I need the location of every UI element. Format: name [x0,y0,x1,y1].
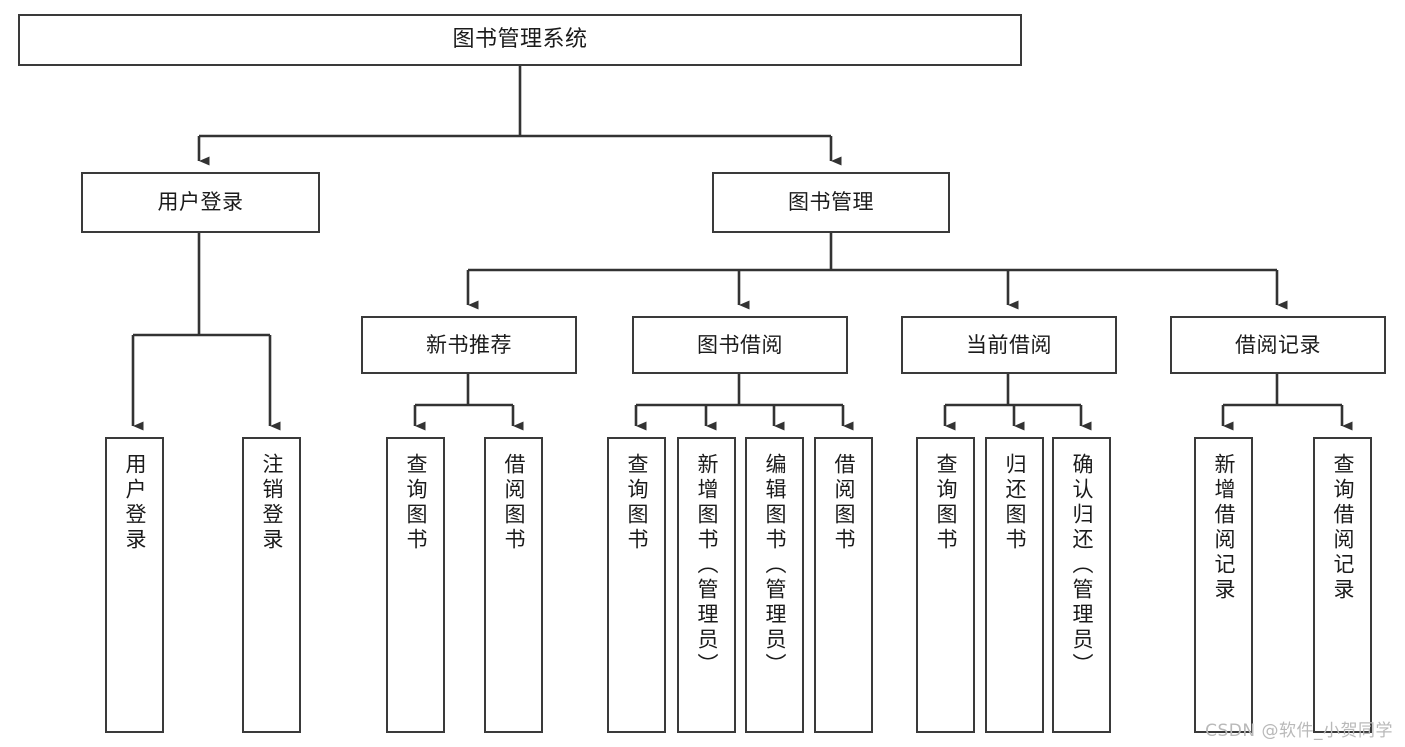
node-label: 查询图书 [934,453,958,553]
node-current-borrow-leaf-query[interactable]: 查询图书 [916,437,975,733]
node-book-borrow-leaf-edit[interactable]: 编辑图书（管理员） [745,437,804,733]
node-root-system[interactable]: 图书管理系统 [18,14,1022,66]
node-new-book-leaf-borrow[interactable]: 借阅图书 [484,437,543,733]
node-label: 归还图书 [1003,453,1027,553]
node-current-borrow[interactable]: 当前借阅 [901,316,1117,374]
node-borrow-records-leaf-query[interactable]: 查询借阅记录 [1313,437,1372,733]
node-label: 图书管理 [788,190,874,215]
node-label: 用户登录 [123,453,147,553]
node-label: 借阅图书 [502,453,526,553]
node-book-borrow-leaf-borrow[interactable]: 借阅图书 [814,437,873,733]
node-label: 查询图书 [404,453,428,553]
node-current-borrow-leaf-return[interactable]: 归还图书 [985,437,1044,733]
node-label: 编辑图书（管理员） [763,453,787,678]
node-borrow-records-leaf-add[interactable]: 新增借阅记录 [1194,437,1253,733]
node-label: 确认归还（管理员） [1070,453,1094,678]
node-book-borrow-leaf-add[interactable]: 新增图书（管理员） [677,437,736,733]
node-label: 当前借阅 [966,332,1052,357]
node-label: 查询图书 [625,453,649,553]
node-book-borrow[interactable]: 图书借阅 [632,316,848,374]
node-label: 图书借阅 [697,332,783,357]
node-label: 注销登录 [260,453,284,553]
node-user-login[interactable]: 用户登录 [81,172,320,233]
node-label: 图书管理系统 [452,27,588,53]
node-label: 新增借阅记录 [1212,453,1236,603]
node-current-borrow-leaf-confirm-return[interactable]: 确认归还（管理员） [1052,437,1111,733]
node-borrow-records[interactable]: 借阅记录 [1170,316,1386,374]
node-new-book-leaf-query[interactable]: 查询图书 [386,437,445,733]
node-new-book-recommend[interactable]: 新书推荐 [361,316,577,374]
node-label: 用户登录 [157,190,244,215]
node-label: 新书推荐 [426,332,512,357]
node-label: 借阅记录 [1235,332,1321,357]
node-user-login-leaf-login[interactable]: 用户登录 [105,437,164,733]
node-label: 新增图书（管理员） [695,453,719,678]
node-label: 借阅图书 [832,453,856,553]
node-book-borrow-leaf-query[interactable]: 查询图书 [607,437,666,733]
node-user-login-leaf-logout[interactable]: 注销登录 [242,437,301,733]
node-label: 查询借阅记录 [1331,453,1355,603]
node-book-management[interactable]: 图书管理 [712,172,950,233]
